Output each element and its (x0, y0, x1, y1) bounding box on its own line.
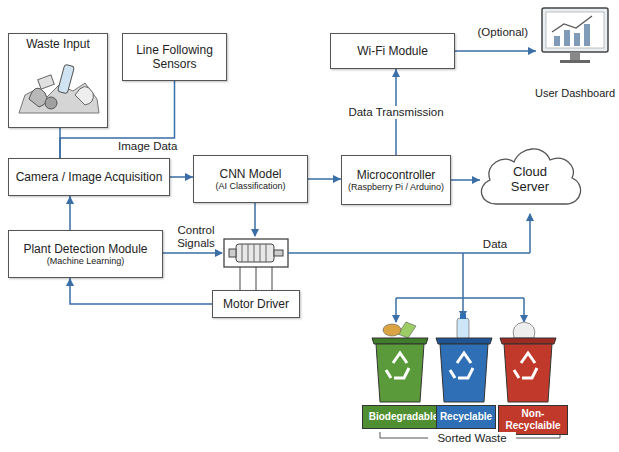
edge-label: (Optional) (476, 26, 531, 39)
bin-label: Recyclable (436, 405, 496, 429)
connector (60, 128, 61, 158)
signal-label: Data (476, 238, 514, 251)
dashboard-icon: User Dashboard (534, 6, 616, 100)
node-title: Waste Input (26, 37, 90, 51)
node-title: Line Following Sensors (128, 43, 221, 71)
process-box: Microcontroller(Raspberry Pi / Arduino) (341, 155, 451, 205)
node-subtitle: (AI Classification) (215, 181, 285, 192)
process-box: Camera / Image Acquisition (8, 158, 170, 196)
node-title: Non-Recyclaible (502, 408, 564, 432)
monitor-icon (540, 6, 610, 68)
connector (66, 196, 74, 230)
node-title: Microcontroller (357, 168, 436, 182)
process-box: Waste Input (8, 33, 108, 128)
motor-symbol (224, 239, 288, 290)
node-title: Motor Driver (223, 297, 289, 311)
group-label: Sorted Waste (428, 432, 516, 445)
process-box: CNN Model(AI Classification) (193, 155, 308, 203)
node-title: Biodegradable (369, 411, 438, 423)
edge-label: Data Transmission (346, 106, 445, 119)
process-box: Plant Detection Module(Machine Learning) (8, 230, 163, 278)
connector (455, 47, 536, 55)
cloud-shape: Cloud Server (474, 138, 586, 212)
process-box: Motor Driver (212, 290, 300, 318)
node-title: Cloud Server (500, 164, 560, 194)
node-title: Wi-Fi Module (357, 44, 428, 58)
waste-pile (15, 55, 101, 115)
node-title: Plant Detection Module (23, 242, 147, 256)
connector (308, 175, 341, 183)
waste-bins (372, 314, 556, 402)
connector (170, 173, 193, 181)
connector (451, 176, 480, 184)
node-title: User Dashboard (535, 86, 615, 100)
process-box: Line Following Sensors (122, 33, 227, 81)
bin-label: Biodegradable (362, 405, 445, 429)
node-subtitle: (Raspberry Pi / Arduino) (348, 182, 444, 193)
edge-label: Image Data (116, 140, 179, 153)
signal-label: Control Signals (166, 224, 226, 250)
process-box: Wi-Fi Module (330, 33, 455, 69)
node-title: Camera / Image Acquisition (16, 170, 163, 184)
bin-label: Non-Recyclaible (498, 405, 568, 435)
node-title: CNN Model (219, 167, 281, 181)
node-subtitle: (Machine Learning) (47, 256, 125, 267)
node-title: Recyclable (440, 411, 492, 423)
connector (66, 278, 212, 304)
